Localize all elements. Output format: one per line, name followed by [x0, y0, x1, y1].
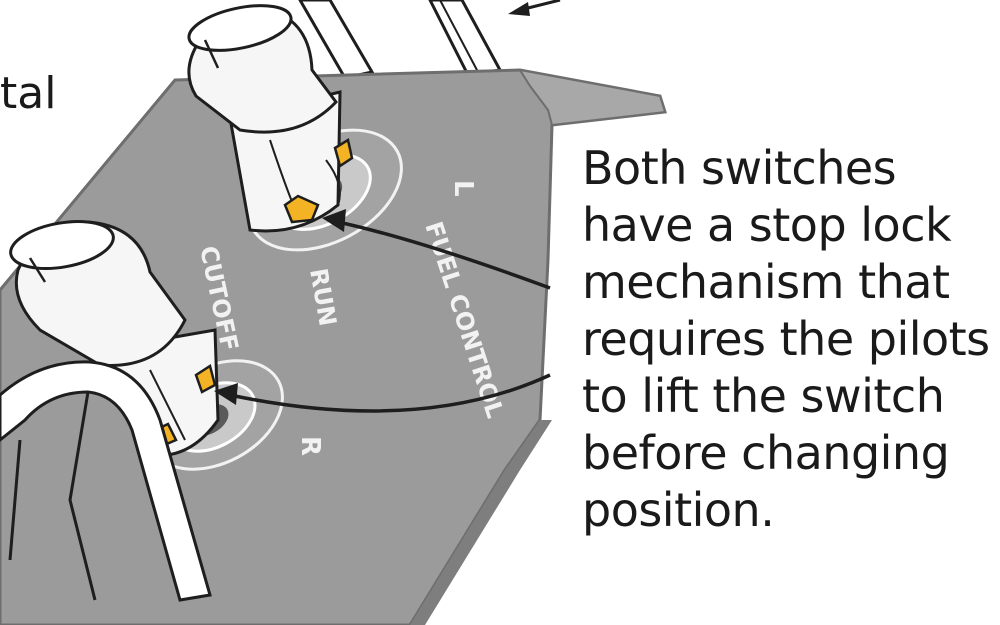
caption-line: to lift the switch — [582, 369, 945, 423]
front-guard — [0, 360, 212, 602]
top-guard — [298, 0, 503, 80]
caption-line: mechanism that — [582, 255, 950, 309]
caption-line: Both switches — [582, 141, 897, 195]
lower-fuel-switch — [9, 220, 220, 458]
caption-line: have a stop lock — [582, 198, 952, 252]
partial-caption: tal — [0, 68, 57, 119]
upper-stop-lock — [283, 138, 354, 224]
caption-line: position. — [582, 483, 775, 537]
upper-fuel-switch — [187, 4, 342, 233]
top-arrow — [508, 0, 561, 16]
callout-arrows — [214, 209, 551, 413]
caption-line: requires the pilots — [582, 312, 990, 366]
caption-line: before changing — [582, 426, 950, 480]
label-left: L — [448, 180, 478, 197]
label-right: R — [295, 436, 325, 456]
explanation-caption: Both switches have a stop lock mechanism… — [582, 140, 1000, 539]
